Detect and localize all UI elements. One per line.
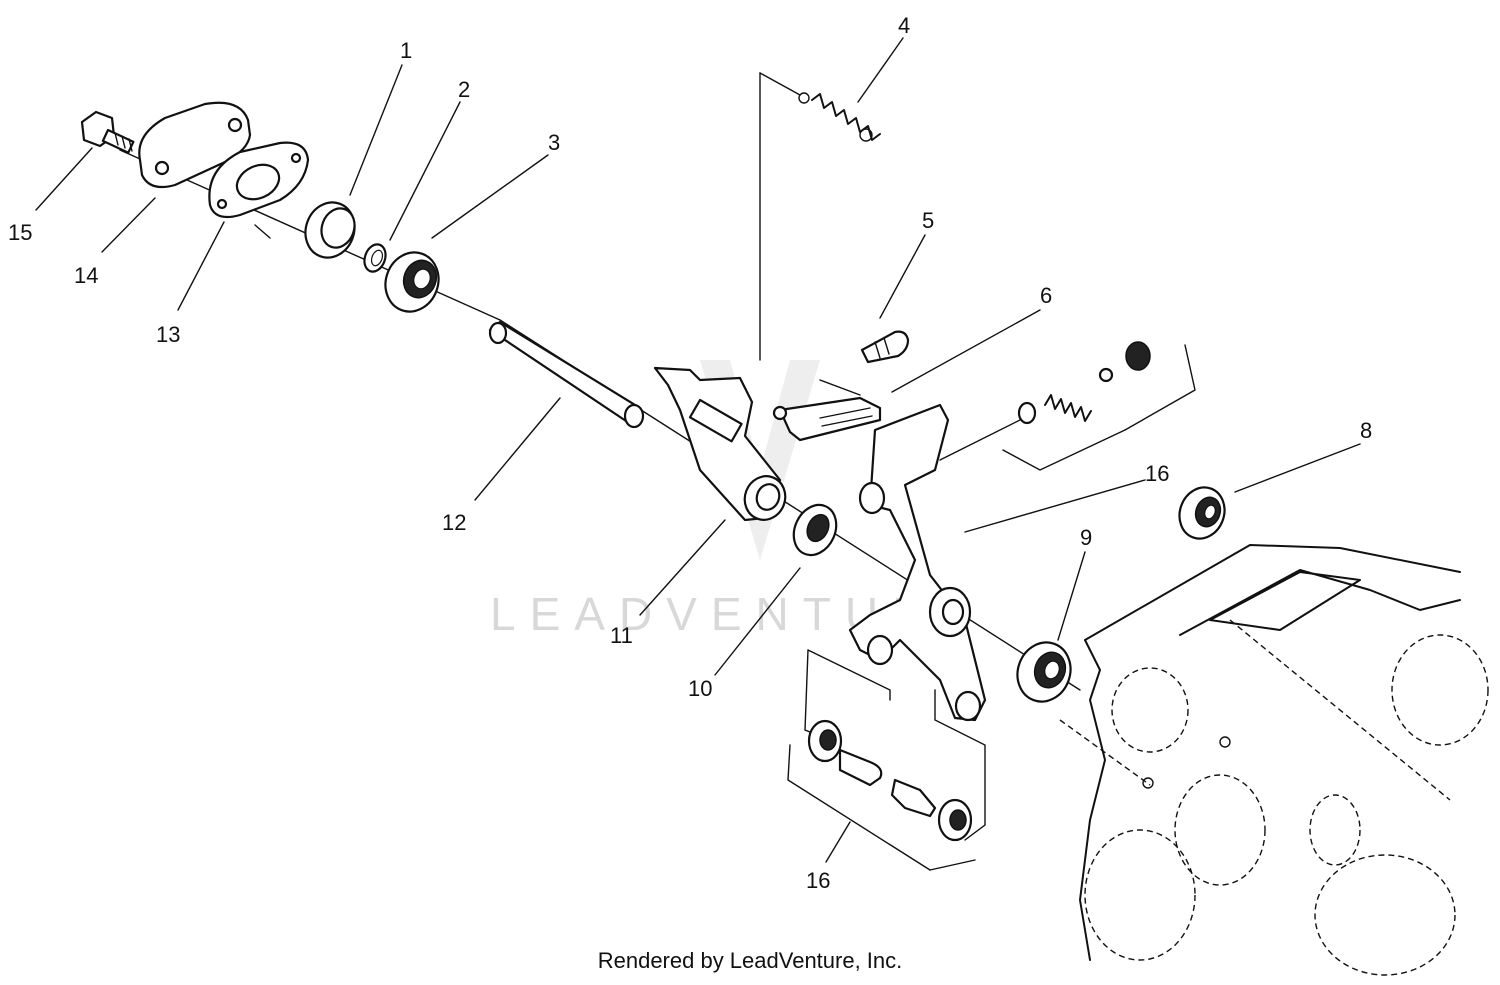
part-9-bearing <box>1016 641 1072 703</box>
part-2-snap-ring <box>363 243 387 273</box>
assembly-axis <box>119 149 1151 786</box>
part-16-lower-kit <box>787 649 986 871</box>
callout-4: 4 <box>898 13 910 38</box>
part-13-gasket <box>208 141 310 239</box>
callout-9: 9 <box>1080 525 1092 550</box>
part-3-bearing <box>384 251 440 313</box>
callout-16-lower: 16 <box>806 868 830 893</box>
callout-5: 5 <box>922 208 934 233</box>
callout-12: 12 <box>442 510 466 535</box>
callout-6: 6 <box>1040 283 1052 308</box>
callout-3: 3 <box>548 130 560 155</box>
leader-lines <box>35 37 1361 863</box>
render-credit: Rendered by LeadVenture, Inc. <box>597 948 903 973</box>
callout-2: 2 <box>458 77 470 102</box>
part-5-pin <box>860 330 910 364</box>
callout-8: 8 <box>1360 418 1372 443</box>
part-15-bolt <box>80 110 135 154</box>
callout-16-upper: 16 <box>1145 461 1169 486</box>
part-8-seal <box>1178 486 1226 540</box>
callout-15: 15 <box>8 220 32 245</box>
governor-fork-lever <box>848 403 987 722</box>
part-1-bushing <box>304 201 356 259</box>
crankcase-housing <box>1079 544 1489 976</box>
part-12-shaft <box>488 320 645 429</box>
part-14-cover-plate <box>138 101 252 189</box>
part-10-washer <box>792 503 838 557</box>
part-6-link-plate <box>772 379 882 442</box>
callout-14: 14 <box>74 263 98 288</box>
callout-11: 11 <box>610 623 633 648</box>
callout-1: 1 <box>400 38 412 63</box>
callout-13: 13 <box>156 322 180 347</box>
part-4-spring <box>759 72 881 361</box>
callout-labels: 1 2 3 4 5 6 8 9 10 11 12 13 14 15 16 16 <box>8 13 1372 893</box>
callout-10: 10 <box>688 676 712 701</box>
part-16-upper-kit <box>1002 341 1196 471</box>
part-11-lever-arm <box>653 366 787 522</box>
